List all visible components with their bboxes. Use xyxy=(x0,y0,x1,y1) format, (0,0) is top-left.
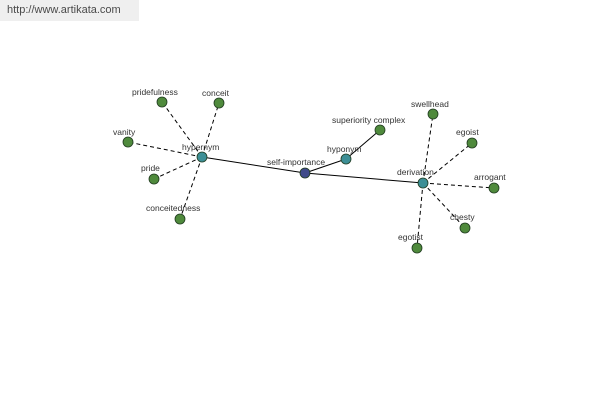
node-derivation[interactable] xyxy=(417,177,429,189)
watermark-url: http://www.artikata.com xyxy=(0,0,139,21)
node-vanity[interactable] xyxy=(122,136,134,148)
node-arrogant[interactable] xyxy=(488,182,500,194)
edge-derivation-swellhead xyxy=(422,113,434,184)
label-vanity: vanity xyxy=(113,127,136,137)
label-pride: pride xyxy=(141,163,160,173)
label-superiority: superiority complex xyxy=(332,115,406,125)
node-swellhead[interactable] xyxy=(427,108,439,120)
edge-root-hyponym xyxy=(304,158,347,174)
graph-labels: self-importance hypernym hyponym derivation… xyxy=(113,87,506,242)
node-conceit[interactable] xyxy=(213,97,225,109)
label-chesty: chesty xyxy=(450,212,475,222)
graph-edges xyxy=(127,101,495,249)
edge-hypernym-pridefulness xyxy=(161,101,203,158)
label-pridefulness: pridefulness xyxy=(132,87,178,97)
label-hyponym: hyponym xyxy=(327,144,362,154)
node-chesty[interactable] xyxy=(459,222,471,234)
edge-derivation-egotist xyxy=(416,182,424,249)
label-arrogant: arrogant xyxy=(474,172,506,182)
node-pride[interactable] xyxy=(148,173,160,185)
node-egotist[interactable] xyxy=(411,242,423,254)
graph-nodes xyxy=(122,96,500,254)
edge-hyponym-superiority xyxy=(345,129,381,160)
label-derivation: derivation xyxy=(397,167,434,177)
label-swellhead: swellhead xyxy=(411,99,449,109)
node-root[interactable] xyxy=(299,167,311,179)
label-conceitedness: conceitedness xyxy=(146,203,200,213)
node-superiority[interactable] xyxy=(374,124,386,136)
edge-hypernym-conceitedness xyxy=(179,156,203,220)
label-egoist1: egoist xyxy=(456,127,479,137)
edge-root-derivation xyxy=(304,172,424,184)
label-hypernym: hypernym xyxy=(182,142,219,152)
edge-hypernym-pride xyxy=(153,156,203,180)
node-conceitedness[interactable] xyxy=(174,213,186,225)
label-egotist: egotist xyxy=(398,232,424,242)
label-conceit: conceit xyxy=(202,88,230,98)
edge-derivation-chesty xyxy=(422,182,466,229)
node-egoist1[interactable] xyxy=(466,137,478,149)
label-root: self-importance xyxy=(267,157,325,167)
edge-derivation-egoist1 xyxy=(422,142,473,184)
edge-root-hypernym xyxy=(201,156,306,174)
edge-hypernym-conceit xyxy=(201,102,220,158)
node-hypernym[interactable] xyxy=(196,151,208,163)
node-hyponym[interactable] xyxy=(340,153,352,165)
node-pridefulness[interactable] xyxy=(156,96,168,108)
edge-derivation-arrogant xyxy=(422,182,495,189)
edge-hypernym-vanity xyxy=(127,141,203,158)
